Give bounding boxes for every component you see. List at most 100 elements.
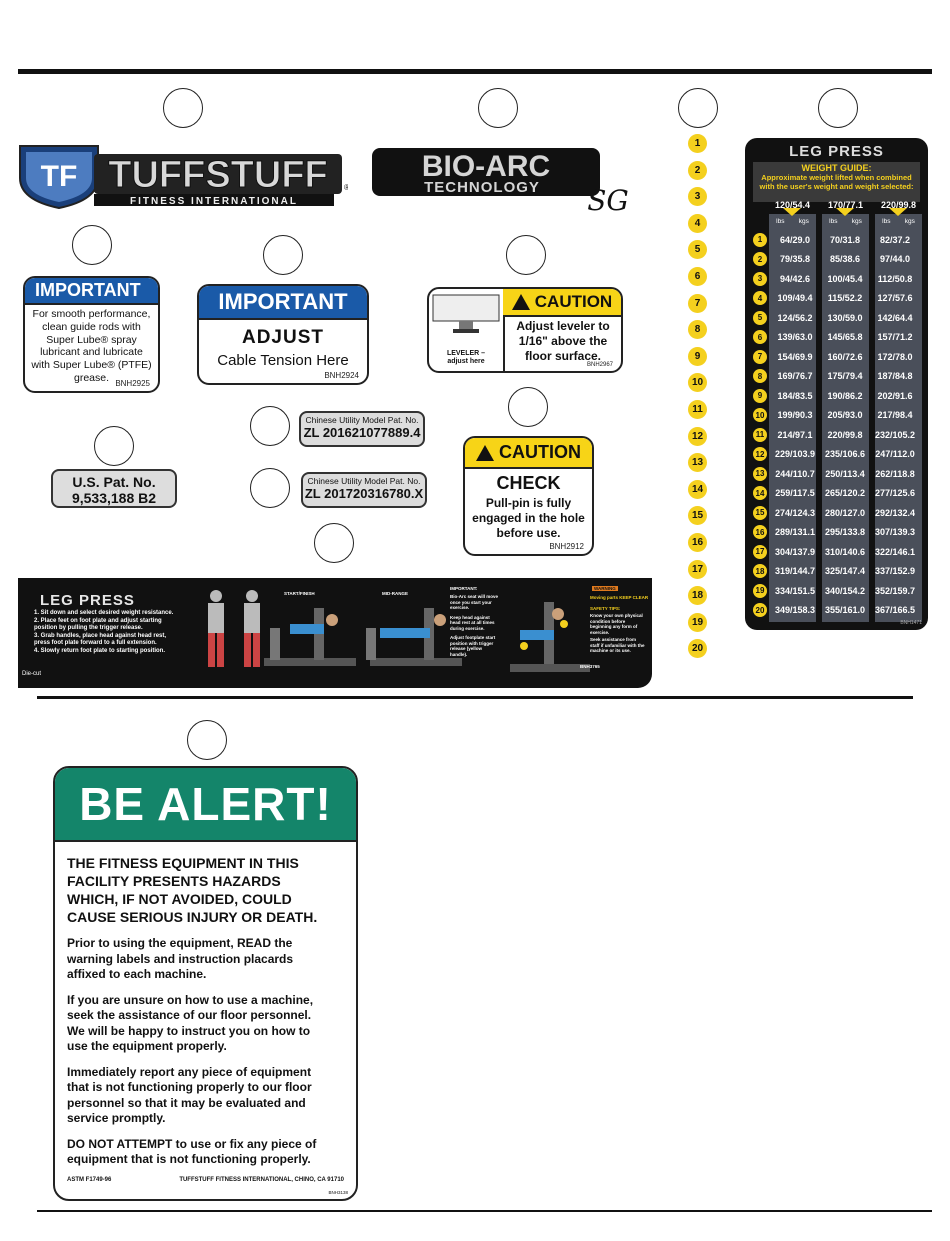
weight-cell: 145/65.8 <box>827 332 863 343</box>
caution-check-line: Pull-pin is fully <box>485 496 572 510</box>
callout-circle <box>94 426 134 466</box>
weight-cell: 352/159.7 <box>874 585 916 596</box>
strip-steps: 1. Sit down and select desired weight re… <box>34 610 202 656</box>
callout-circle <box>506 235 546 275</box>
caution-leveler-line: floor surface. <box>524 349 602 363</box>
safety-item: Seek assistance from staff if unfamiliar… <box>590 637 645 653</box>
cn-patent-plate-1: Chinese Utility Model Pat. No. ZL 201621… <box>299 411 425 447</box>
important-lube-line: grease. <box>73 371 110 384</box>
strip-step: 3. Grab handles, place head against head… <box>34 632 167 639</box>
unit-kgs: kgs <box>904 218 915 225</box>
number-decal: 15 <box>688 506 707 526</box>
weight-guide-line2: with the user's weight and weight select… <box>759 182 914 191</box>
weight-cell: 79/35.8 <box>779 254 811 265</box>
leg-press-card-title: LEG PRESS <box>789 143 884 160</box>
callout-circle <box>250 406 290 446</box>
callout-circle <box>187 720 227 760</box>
strip-code: BNH3765 <box>580 664 600 669</box>
number-decal: 1 <box>688 134 707 153</box>
weight-cell: 244/110.7 <box>775 468 815 479</box>
callout-circle <box>478 88 518 128</box>
bottom-rule <box>37 1210 932 1212</box>
strip-step: 2. Place feet on foot plate and adjust s… <box>34 617 162 624</box>
cn-patent-2-line2: ZL 201720316780.X <box>304 486 424 501</box>
weight-row-number: 4 <box>753 291 767 306</box>
caution-check-title: CHECK <box>496 473 561 493</box>
us-patent-line1: U.S. Pat. No. <box>72 474 156 490</box>
number-decal: 4 <box>688 213 707 233</box>
important-adjust-text: Cable Tension Here <box>217 352 349 369</box>
unit-lbs: lbs <box>882 218 891 225</box>
caution-leveler-line: Adjust leveler to <box>516 319 610 333</box>
important-adjust-code: BNH2924 <box>324 371 359 380</box>
weight-row-number: 15 <box>753 505 767 520</box>
weight-row-number: 11 <box>753 427 767 442</box>
weight-cell: 100/45.4 <box>827 273 863 284</box>
weight-cell: 355/161.0 <box>824 605 866 616</box>
callout-circle <box>163 88 203 128</box>
weight-cell: 214/97.1 <box>777 429 813 440</box>
weight-cell: 229/103.9 <box>774 449 816 460</box>
number-decal: 8 <box>688 320 707 340</box>
middle-rule <box>37 696 913 699</box>
weight-cell: 94/42.6 <box>779 273 811 284</box>
weight-col-bg <box>769 208 816 622</box>
weight-cell: 349/158.3 <box>774 605 816 616</box>
number-decal: 10 <box>688 373 707 393</box>
callout-circle <box>72 225 112 265</box>
leg-press-weight-card: LEG PRESS WEIGHT GUIDE: Approximate weig… <box>745 138 928 630</box>
be-alert-p3-line: Immediately report any piece of equipmen… <box>67 1064 312 1079</box>
be-alert-warning-line: WHICH, IF NOT AVOIDED, COULD <box>67 891 292 907</box>
callout-circle <box>314 523 354 563</box>
be-alert-warning-line: CAUSE SERIOUS INJURY OR DEATH. <box>67 909 318 925</box>
number-decal: 9 <box>688 346 707 366</box>
weight-cell: 277/125.6 <box>874 488 916 499</box>
caution-leveler-header: CAUTION <box>534 292 613 311</box>
weight-row-number: 9 <box>753 388 767 403</box>
weight-cell: 247/112.0 <box>875 449 915 460</box>
weight-cell: 340/154.2 <box>824 585 866 596</box>
cn-patent-2-line1: Chinese Utility Model Pat. No. <box>307 476 421 486</box>
be-alert-astm: ASTM F1749-96 <box>67 1177 112 1183</box>
weight-cell: 175/79.4 <box>827 371 863 382</box>
weight-row-number: 13 <box>753 466 767 481</box>
weight-cell: 64/29.0 <box>779 234 811 245</box>
weight-cell: 319/144.7 <box>774 566 816 577</box>
weight-row-number: 2 <box>753 252 767 267</box>
be-alert-header: BE ALERT! <box>55 768 356 842</box>
caution-leveler-label: LEVELER – adjust here CAUTION Adjust lev… <box>427 287 623 373</box>
weight-row-number: 20 <box>753 603 767 618</box>
important-lube-line: Super Lube® spray <box>46 333 137 346</box>
weight-cell: 112/50.8 <box>877 273 913 284</box>
weight-cell: 139/63.0 <box>777 332 813 343</box>
important-adjust-title: ADJUST <box>241 327 324 348</box>
die-cut-note: Die-cut <box>22 671 42 677</box>
number-decal: 7 <box>688 293 707 313</box>
strip-title: LEG PRESS <box>40 592 135 609</box>
weight-row-number: 3 <box>753 271 767 286</box>
leveler-caption: LEVELER – adjust here <box>429 350 503 366</box>
mid-range-label: MID-RANGE <box>382 591 408 596</box>
be-alert-p4-line: DO NOT ATTEMPT to use or fix any piece o… <box>67 1136 317 1151</box>
be-alert-warning-line: THE FITNESS EQUIPMENT IN THIS <box>67 855 299 871</box>
weight-cell: 232/105.2 <box>874 429 916 440</box>
tuffstuff-reg: ® <box>344 183 348 192</box>
weight-cell: 70/31.8 <box>829 234 861 245</box>
caution-leveler-code: BNH2967 <box>586 362 613 368</box>
weight-cell: 127/57.6 <box>877 293 913 304</box>
cn-patent-plate-2: Chinese Utility Model Pat. No. ZL 201720… <box>301 472 427 508</box>
important-lube-line: For smooth performance, <box>32 308 151 320</box>
weight-cell: 325/147.4 <box>824 566 866 577</box>
number-decal: 14 <box>688 479 707 499</box>
be-alert-p3-line: that is not functioning properly to our … <box>67 1080 312 1094</box>
top-rule <box>18 69 932 74</box>
caution-check-code: BNH2912 <box>549 542 584 551</box>
